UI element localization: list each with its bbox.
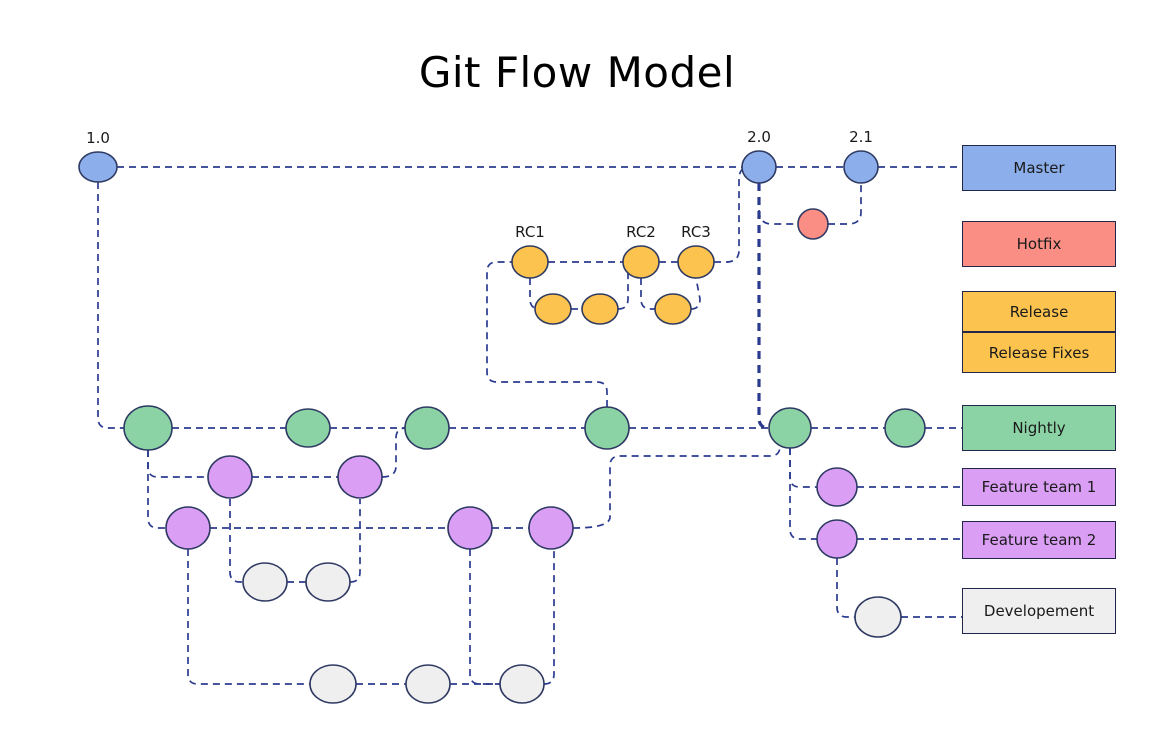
commit-node-feature2-f2c[interactable] bbox=[528, 506, 574, 550]
legend-item-feature-team-2[interactable]: Feature team 2 bbox=[962, 521, 1116, 559]
edge-dev5-merge-f2c bbox=[543, 549, 555, 685]
edge-rc3-to-master bbox=[714, 166, 750, 263]
commit-node-release_fixes-rf2[interactable] bbox=[581, 293, 619, 325]
commit-node-development-d5[interactable] bbox=[499, 664, 545, 704]
edges-layer bbox=[97, 166, 962, 685]
edge-hotfix-to-21 bbox=[828, 183, 862, 225]
legend-item-label: Hotfix bbox=[1016, 235, 1062, 253]
commit-node-development-d2[interactable] bbox=[305, 562, 351, 602]
commit-node-development-d6[interactable] bbox=[854, 596, 902, 638]
commit-node-release-rc3[interactable] bbox=[677, 245, 715, 279]
edge-rf3-to-rc3 bbox=[690, 277, 701, 310]
commit-node-feature2-f2a[interactable] bbox=[165, 506, 211, 550]
edge-nightly5-to-f1c bbox=[789, 448, 817, 488]
commit-node-feature1-f1b[interactable] bbox=[337, 455, 383, 499]
legend-item-label: Release bbox=[1009, 302, 1069, 321]
edge-master-20-to-nightly bbox=[757, 183, 770, 430]
commit-node-feature2-f2b[interactable] bbox=[447, 506, 493, 550]
edge-release-fork-from-nightly bbox=[486, 261, 608, 407]
commit-node-master-m21[interactable] bbox=[843, 150, 879, 184]
commit-node-master-m20[interactable] bbox=[741, 150, 777, 184]
commit-label-rc3: RC3 bbox=[681, 223, 711, 241]
legend-item-label: Developement bbox=[983, 602, 1095, 620]
commit-node-release-rc1[interactable] bbox=[511, 245, 549, 279]
legend-item-developement[interactable]: Developement bbox=[962, 588, 1116, 634]
edge-f2d-to-dev6 bbox=[836, 558, 855, 618]
commit-node-nightly-n4[interactable] bbox=[584, 406, 630, 450]
edge-f1b-merge-nightly3 bbox=[381, 427, 407, 478]
commit-node-hotfix-h1[interactable] bbox=[797, 208, 829, 240]
edge-nightly1-to-f1 bbox=[147, 450, 208, 478]
legend-item-label: Nightly bbox=[1012, 419, 1066, 437]
edge-rc2-to-rf3 bbox=[640, 278, 655, 310]
commit-node-nightly-n5[interactable] bbox=[768, 407, 812, 449]
page-title: Git Flow Model bbox=[418, 48, 736, 97]
edge-hotfix-from-20 bbox=[758, 209, 798, 225]
commit-node-nightly-n2[interactable] bbox=[285, 408, 331, 448]
legend-item-release[interactable]: Release bbox=[962, 291, 1116, 332]
commit-label-m10: 1.0 bbox=[86, 129, 110, 147]
legend-item-master[interactable]: Master bbox=[962, 145, 1116, 191]
edge-f2c-merge-nightly5 bbox=[572, 440, 781, 529]
edge-nightly1-to-f2 bbox=[147, 450, 166, 529]
legend-item-label: Release Fixes bbox=[988, 343, 1090, 362]
legend-item-nightly[interactable]: Nightly bbox=[962, 405, 1116, 451]
legend-item-label: Feature team 1 bbox=[981, 478, 1097, 496]
edge-dev5-merge-f2b bbox=[469, 549, 500, 685]
legend-item-feature-team-1[interactable]: Feature team 1 bbox=[962, 468, 1116, 506]
commit-node-release_fixes-rf3[interactable] bbox=[654, 293, 692, 325]
commit-node-release-rc2[interactable] bbox=[622, 245, 660, 279]
legend-item-hotfix[interactable]: Hotfix bbox=[962, 221, 1116, 267]
edge-dev2-merge-f1b bbox=[349, 499, 361, 583]
commit-node-master-m10[interactable] bbox=[78, 151, 118, 183]
commit-label-rc2: RC2 bbox=[626, 223, 656, 241]
legend-item-label: Feature team 2 bbox=[981, 531, 1097, 549]
commit-label-rc1: RC1 bbox=[515, 223, 545, 241]
commit-label-m20: 2.0 bbox=[747, 128, 771, 146]
edge-f1a-to-dev1 bbox=[229, 499, 243, 583]
commit-node-feature1-f1a[interactable] bbox=[207, 455, 253, 499]
legend-item-label: Master bbox=[1013, 159, 1065, 177]
edge-master-10-to-nightly bbox=[97, 182, 126, 429]
edge-f2a-to-devrow bbox=[187, 549, 311, 685]
commit-node-nightly-n3[interactable] bbox=[404, 406, 450, 450]
commit-node-nightly-n1[interactable] bbox=[123, 405, 173, 451]
commit-label-m21: 2.1 bbox=[849, 128, 873, 146]
commit-node-development-d3[interactable] bbox=[309, 664, 357, 704]
edge-nightly5-to-f2d bbox=[789, 448, 817, 540]
commit-node-development-d1[interactable] bbox=[242, 562, 288, 602]
commit-node-feature2-f2d[interactable] bbox=[816, 519, 858, 559]
commit-node-feature1-f1c[interactable] bbox=[816, 467, 858, 507]
legend-item-release-fixes[interactable]: Release Fixes bbox=[962, 332, 1116, 373]
nodes-layer bbox=[78, 150, 926, 704]
commit-node-nightly-n6[interactable] bbox=[884, 408, 926, 448]
commit-node-release_fixes-rf1[interactable] bbox=[534, 293, 572, 325]
commit-node-development-d4[interactable] bbox=[405, 664, 451, 704]
